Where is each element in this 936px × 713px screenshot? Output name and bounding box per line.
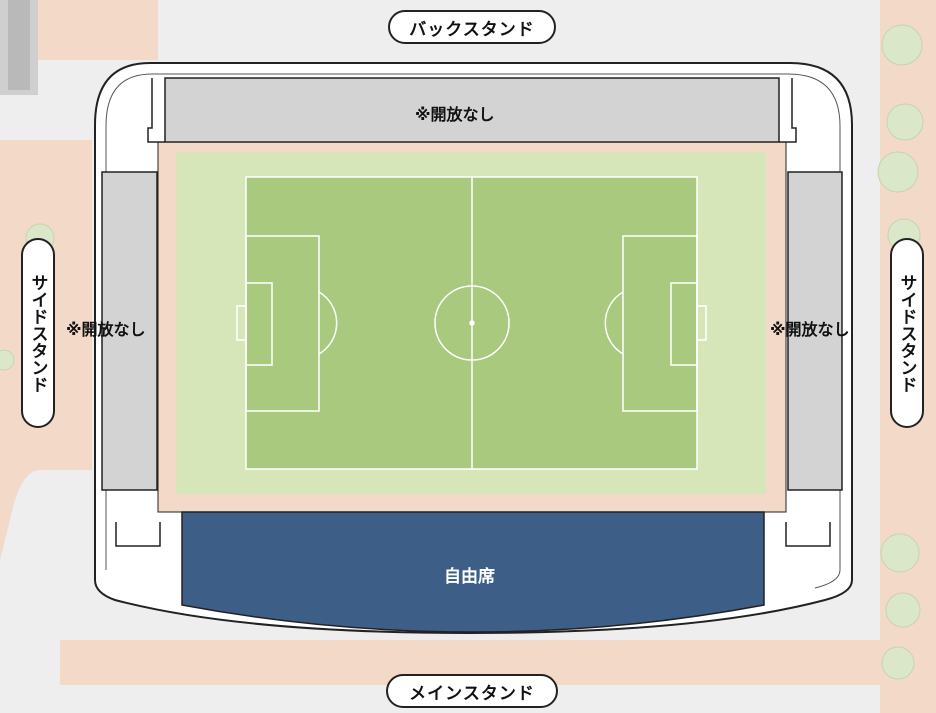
right-side-stand-name: サイドスタンド: [890, 238, 924, 428]
right-side-stand-status: ※開放なし: [770, 320, 850, 339]
back-stand-status: ※開放なし: [415, 105, 495, 124]
pitch-markings: [236, 176, 707, 470]
left-side-stand-closed: [101, 171, 158, 491]
back-stand-name: バックスタンド: [388, 10, 556, 44]
left-side-stand-name: サイドスタンド: [21, 238, 55, 428]
left-side-stand-status: ※開放なし: [66, 320, 146, 339]
right-side-stand-closed: [787, 171, 843, 491]
main-stand-status: 自由席: [444, 567, 495, 587]
main-stand-name: メインスタンド: [386, 674, 558, 708]
back-stand-closed: [164, 77, 780, 143]
main-stand-open: [181, 511, 765, 633]
